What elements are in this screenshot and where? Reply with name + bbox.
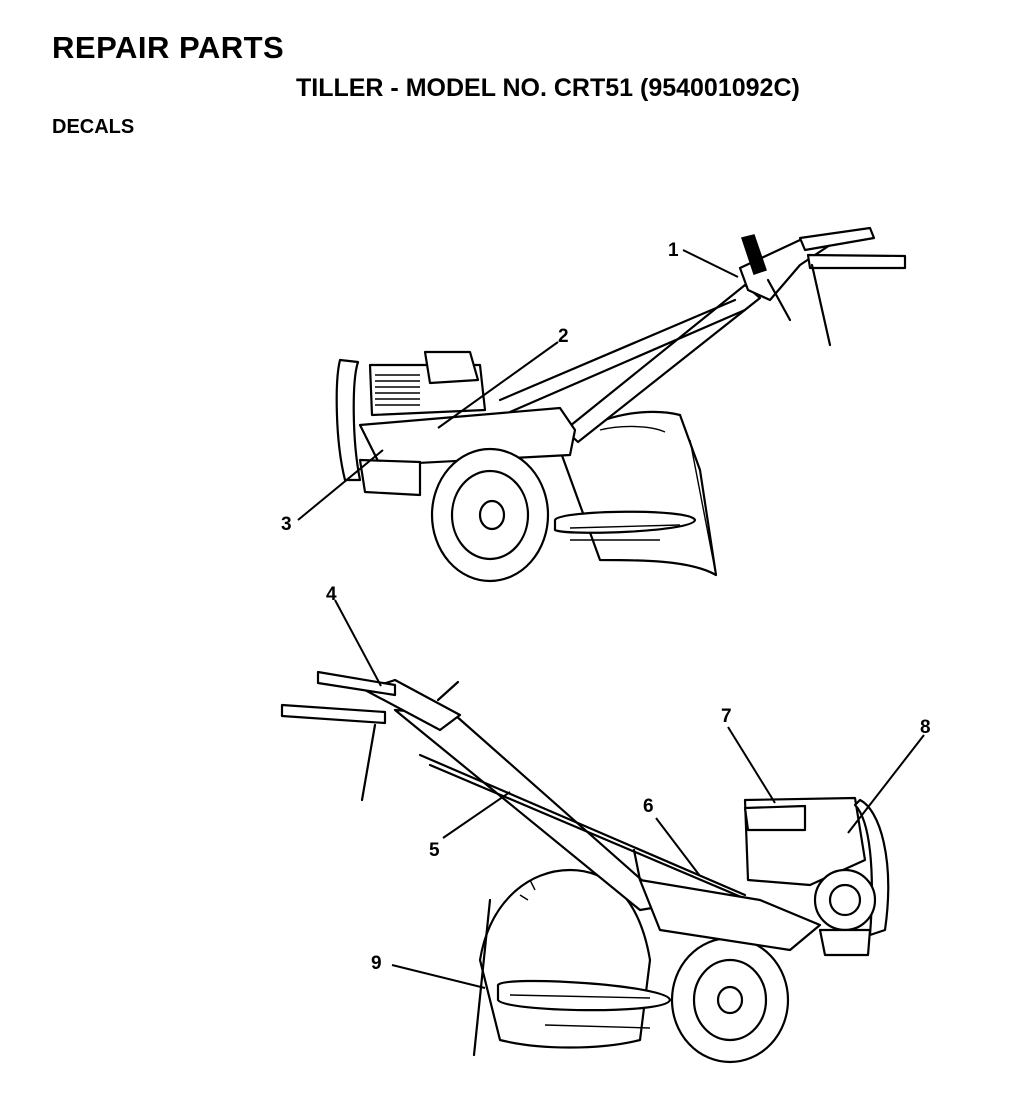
- page-section-title: REPAIR PARTS: [52, 30, 285, 65]
- callout-8: 8: [920, 717, 931, 738]
- callout-leaders: [297, 249, 925, 989]
- top-wheel: [430, 447, 550, 583]
- callout-9: 9: [371, 953, 382, 974]
- callout-6: 6: [643, 796, 654, 817]
- tiller-top-view: [335, 226, 907, 583]
- engine-cooling-fins: [375, 374, 420, 406]
- callout-3: 3: [281, 514, 292, 535]
- callout-numbers: 1 2 3 4 5 6 7 8 9: [281, 240, 931, 974]
- callout-1: 1: [668, 240, 679, 261]
- subsection-title: DECALS: [52, 116, 135, 138]
- model-title: TILLER - MODEL NO. CRT51 (954001092C): [296, 74, 800, 102]
- callout-7: 7: [721, 706, 732, 727]
- callout-4: 4: [326, 584, 337, 605]
- callout-5: 5: [429, 840, 440, 861]
- bottom-wheel: [670, 936, 790, 1064]
- tiller-bottom-view: [280, 670, 890, 1064]
- callout-2: 2: [558, 326, 569, 347]
